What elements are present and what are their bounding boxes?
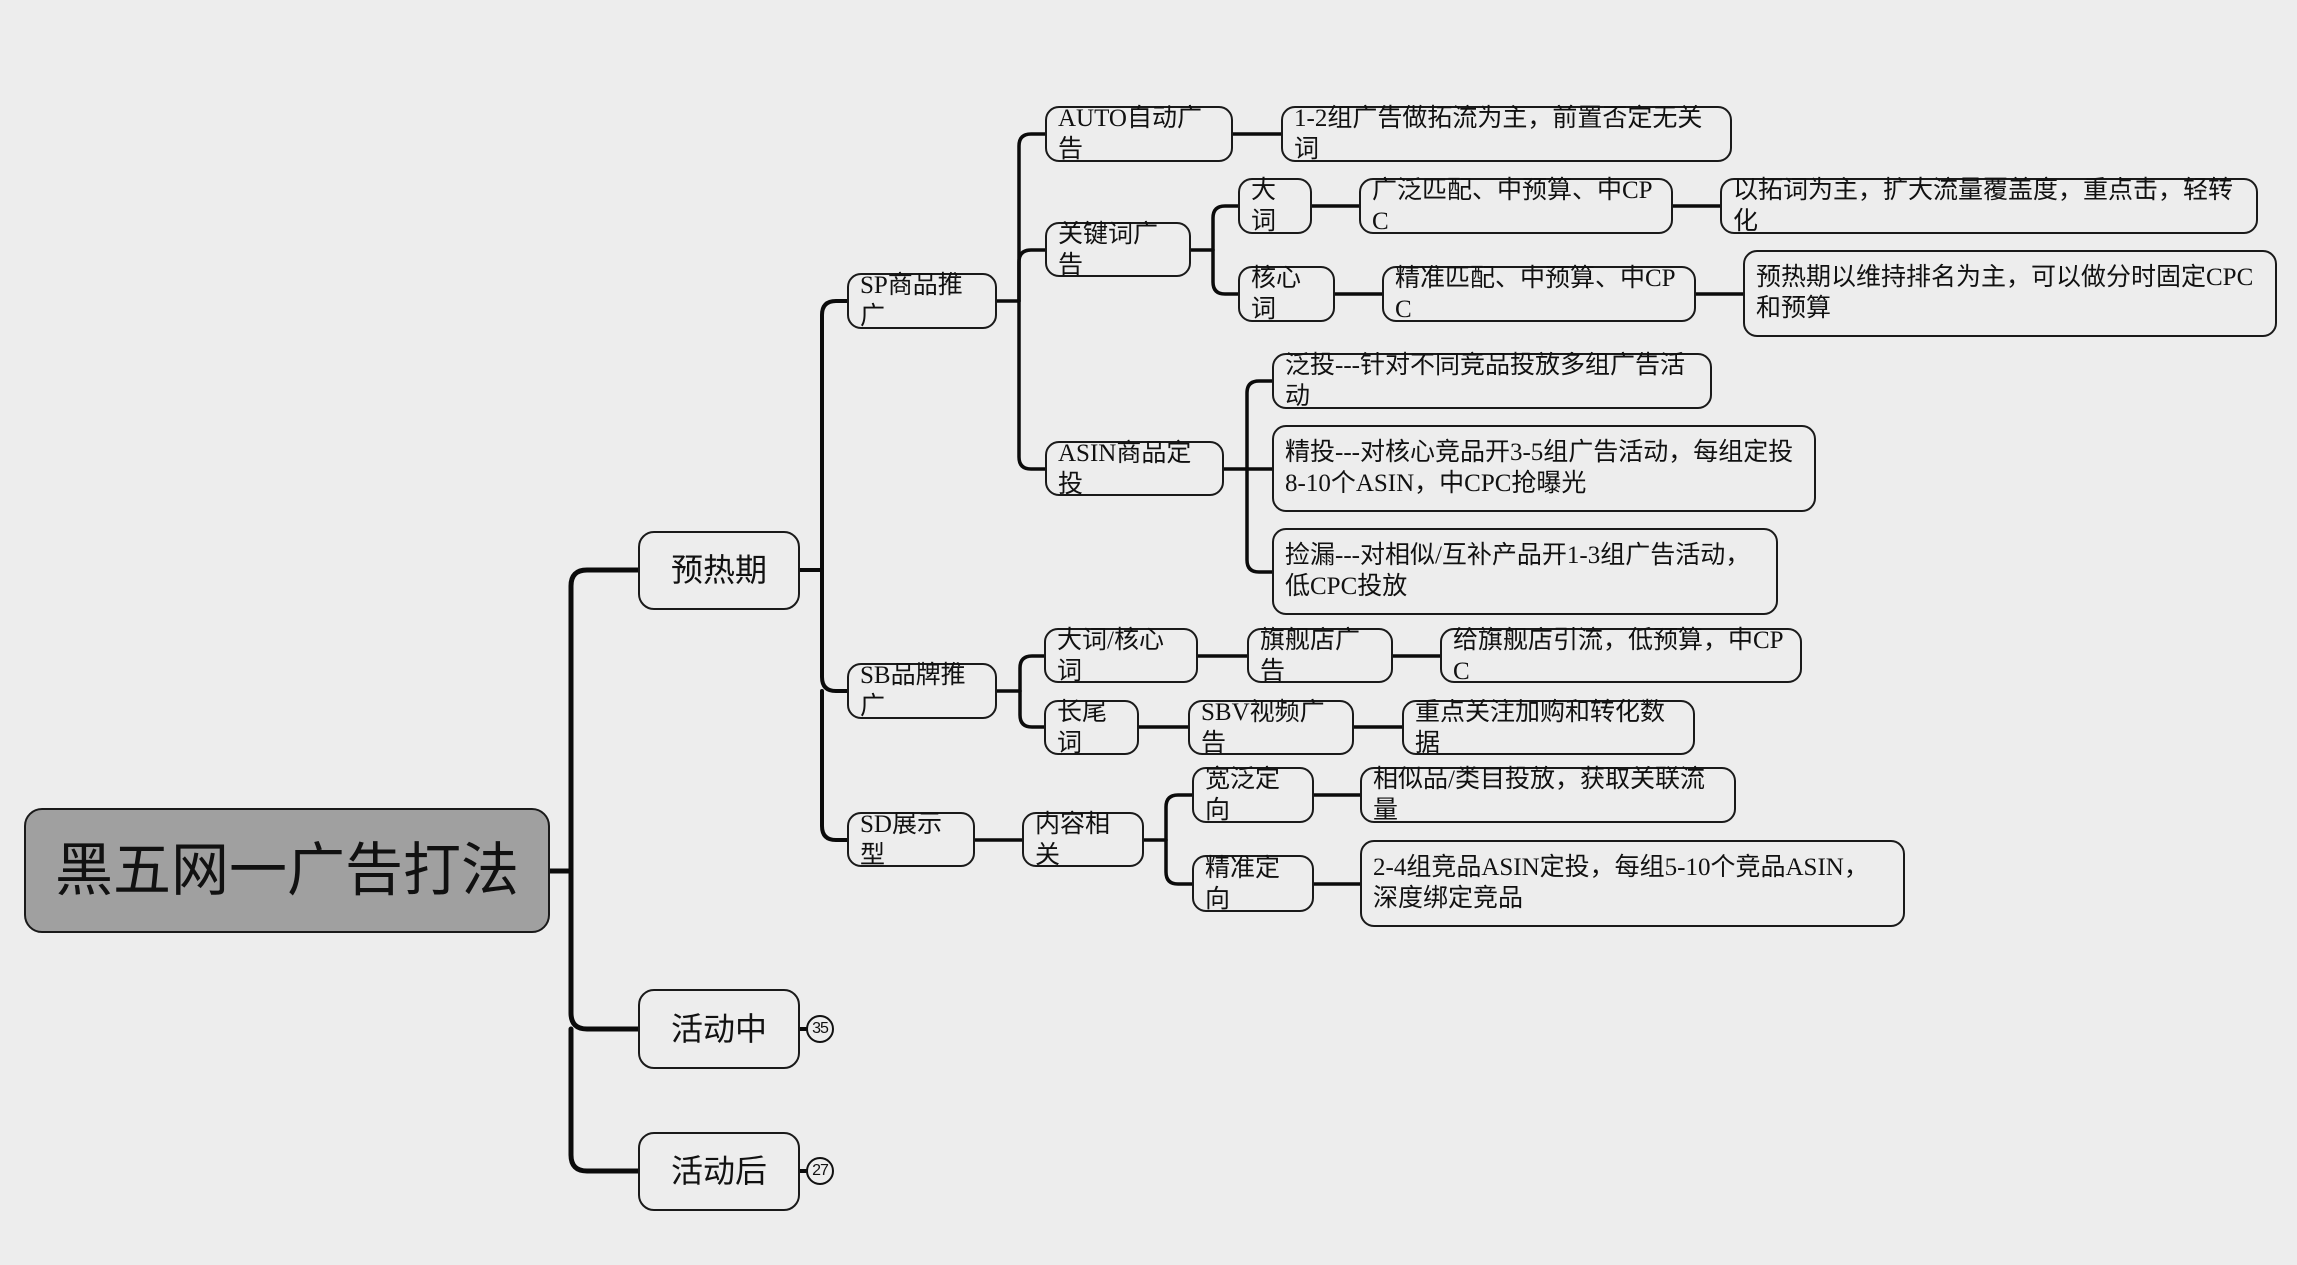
topic-precise-targeting[interactable]: 精准定向 <box>1192 855 1314 913</box>
topic-preheat[interactable]: 预热期 <box>638 531 800 610</box>
link-root-during <box>568 868 641 1032</box>
topic-core-keyword[interactable]: 核心词 <box>1238 265 1335 323</box>
link-content-broad <box>1142 793 1194 842</box>
collapsed-count-badge[interactable]: 27 <box>806 1157 834 1185</box>
topic-long-tail[interactable]: 长尾词 <box>1044 699 1139 757</box>
link-asin-item-2 <box>1245 467 1274 574</box>
link-keyword-broad <box>1189 204 1240 252</box>
topic-sp[interactable]: SP商品推广 <box>847 272 997 330</box>
collapsed-count-badge[interactable]: 35 <box>806 1015 834 1043</box>
link-sp-auto <box>995 132 1047 303</box>
note-sbv-ad[interactable]: 重点关注加购和转化数据 <box>1402 699 1695 757</box>
note-core-keyword[interactable]: 预热期以维持排名为主，可以做分时固定CPC和预算 <box>1743 250 2277 337</box>
link-sp-asin <box>1017 299 1047 471</box>
link-root-preheat <box>547 567 641 874</box>
link-sp-keyword <box>1017 248 1047 303</box>
strategy-core-keyword[interactable]: 精准匹配、中预算、中CPC <box>1382 265 1696 323</box>
note-broad-keyword[interactable]: 以拓词为主，扩大流量覆盖度，重点击，轻转化 <box>1720 177 2258 235</box>
link-preheat-sd <box>820 689 849 842</box>
topic-content-related[interactable]: 内容相关 <box>1022 811 1144 869</box>
link-content-precise <box>1164 838 1194 886</box>
topic-sd[interactable]: SD展示型 <box>847 811 975 869</box>
topic-broad-keyword[interactable]: 大词 <box>1238 177 1312 235</box>
topic-sbv-ad[interactable]: SBV视频广告 <box>1188 699 1354 757</box>
link-keyword-core <box>1211 248 1240 296</box>
strategy-broad-keyword[interactable]: 广泛匹配、中预算、中CPC <box>1359 177 1673 235</box>
topic-main-keywords[interactable]: 大词/核心词 <box>1044 627 1198 685</box>
asin-item[interactable]: 捡漏---对相似/互补产品开1-3组广告活动，低CPC投放 <box>1272 528 1778 615</box>
topic-store-ad[interactable]: 旗舰店广告 <box>1247 627 1393 685</box>
topic-asin-targeting[interactable]: ASIN商品定投 <box>1045 440 1224 498</box>
topic-after[interactable]: 活动后 <box>638 1132 800 1211</box>
topic-auto-ad[interactable]: AUTO自动广告 <box>1045 105 1233 163</box>
asin-item[interactable]: 精投---对核心竞品开3-5组广告活动，每组定投8-10个ASIN，中CPC抢曝… <box>1272 425 1816 512</box>
note-auto-ad[interactable]: 1-2组广告做拓流为主，前置否定无关词 <box>1281 105 1732 163</box>
note-precise-targeting[interactable]: 2-4组竞品ASIN定投，每组5-10个竞品ASIN，深度绑定竞品 <box>1360 840 1905 927</box>
link-sb-main <box>995 654 1046 693</box>
link-sb-longtail <box>1018 689 1046 729</box>
link-asin-item-0 <box>1222 379 1274 471</box>
topic-sb[interactable]: SB品牌推广 <box>847 662 997 720</box>
link-root-after <box>568 1026 641 1174</box>
root-topic[interactable]: 黑五网一广告打法 <box>24 808 550 933</box>
asin-item[interactable]: 泛投---针对不同竞品投放多组广告活动 <box>1272 352 1712 410</box>
note-store-ad[interactable]: 给旗舰店引流，低预算，中CPC <box>1440 627 1802 685</box>
link-preheat-sp <box>798 299 849 572</box>
topic-keyword-ad[interactable]: 关键词广告 <box>1045 221 1191 279</box>
note-broad-targeting[interactable]: 相似品/类目投放，获取关联流量 <box>1360 766 1736 824</box>
topic-during[interactable]: 活动中 <box>638 989 800 1069</box>
topic-broad-targeting[interactable]: 宽泛定向 <box>1192 766 1314 824</box>
link-preheat-sb <box>820 568 849 693</box>
